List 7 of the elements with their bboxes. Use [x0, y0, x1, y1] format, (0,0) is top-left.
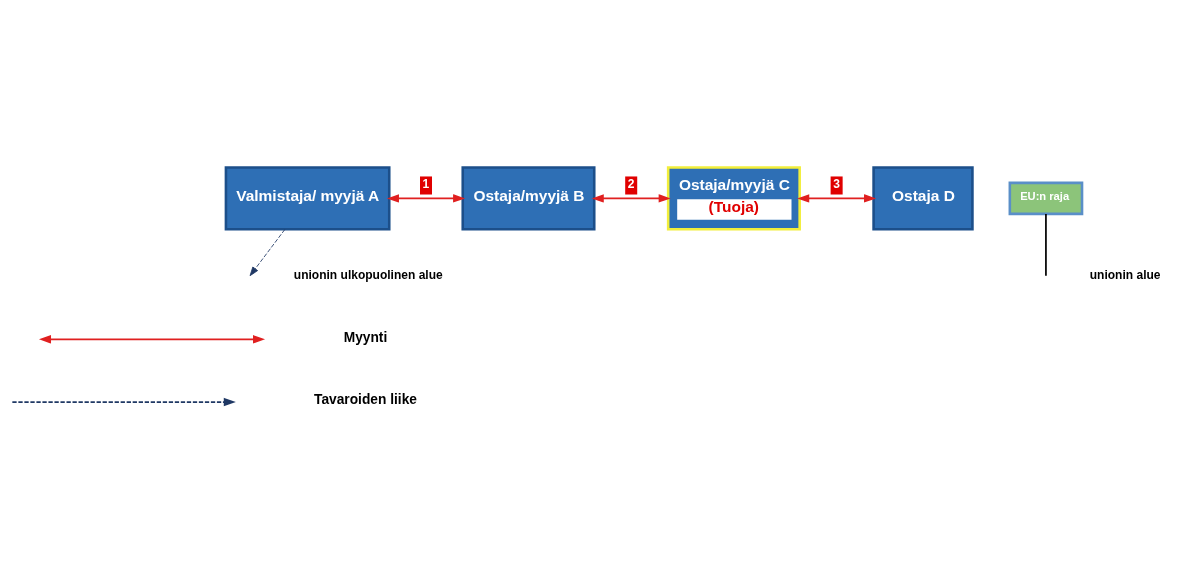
legend-label: Tavaroiden liike — [314, 392, 417, 408]
label: unionin alue — [1089, 267, 1161, 282]
edge-label: 2 — [627, 176, 635, 191]
edge-label: 3 — [833, 176, 840, 191]
edge-label: 1 — [422, 176, 430, 191]
label: unionin ulkopuolinen alue — [293, 267, 443, 282]
legend-label: Myynti — [343, 329, 388, 345]
